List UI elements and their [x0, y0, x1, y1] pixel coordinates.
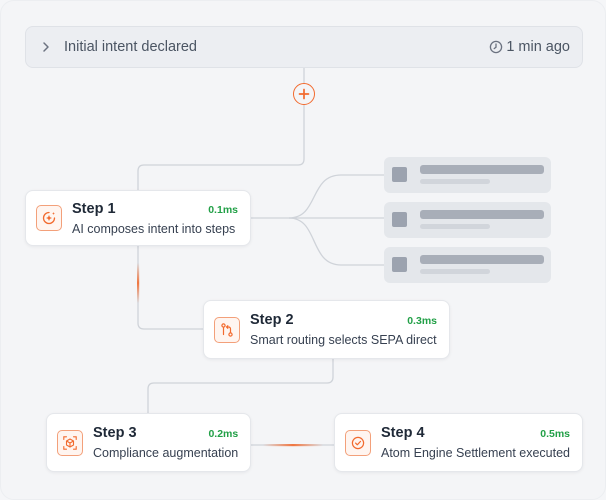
step-description: AI composes intent into steps [72, 221, 236, 236]
step-description: Atom Engine Settlement executed [381, 446, 571, 460]
header-timestamp: 1 min ago [489, 39, 570, 55]
active-flow-horizontal [263, 444, 323, 447]
chevron-right-icon[interactable] [40, 41, 52, 53]
skeleton-title [420, 165, 544, 174]
skeleton-option [384, 202, 551, 238]
connector-branch-3 [288, 217, 384, 266]
cube-scan-icon [57, 429, 83, 456]
skeleton-subtitle [420, 179, 490, 184]
step-title: Step 2 [250, 312, 294, 328]
step-description: Compliance augmentation [93, 446, 239, 460]
skeleton-subtitle [420, 224, 490, 229]
step-card-1[interactable]: Step 1 0.1ms AI composes intent into ste… [25, 190, 251, 246]
skeleton-icon [392, 167, 407, 182]
ai-spark-icon [36, 205, 62, 231]
connector-plus-step1 [137, 105, 305, 190]
skeleton-title [420, 210, 544, 219]
intent-header[interactable]: Initial intent declared 1 min ago [25, 26, 583, 68]
clock-icon [489, 40, 503, 54]
skeleton-subtitle [420, 269, 490, 274]
step-title: Step 4 [381, 425, 425, 441]
step-card-4[interactable]: Step 4 0.5ms Atom Engine Settlement exec… [334, 413, 583, 472]
step-title: Step 3 [93, 425, 137, 441]
step-card-2[interactable]: Step 2 0.3ms Smart routing selects SEPA … [203, 300, 450, 359]
skeleton-option [384, 247, 551, 283]
connector-step1-step2 [137, 246, 203, 330]
step-title: Step 1 [72, 200, 116, 217]
route-icon [214, 316, 240, 343]
connector-step2-step3 [147, 359, 334, 413]
step-timing: 0.3ms [407, 315, 437, 327]
step-timing: 0.2ms [208, 428, 239, 440]
add-step-button[interactable] [293, 83, 315, 105]
plus-circle-icon [298, 88, 310, 100]
skeleton-title [420, 255, 544, 264]
skeleton-icon [392, 257, 407, 272]
skeleton-icon [392, 212, 407, 227]
header-title: Initial intent declared [64, 39, 197, 55]
step-description: Smart routing selects SEPA direct [250, 333, 437, 347]
check-circle-icon [345, 429, 371, 456]
skeleton-option [384, 157, 551, 193]
step-timing: 0.1ms [208, 203, 238, 216]
step-timing: 0.5ms [540, 428, 571, 440]
step-card-3[interactable]: Step 3 0.2ms Compliance augmentation [46, 413, 251, 472]
connector-branch-1 [288, 174, 384, 219]
active-flow-vertical [137, 263, 140, 303]
header-time-text: 1 min ago [506, 39, 570, 55]
